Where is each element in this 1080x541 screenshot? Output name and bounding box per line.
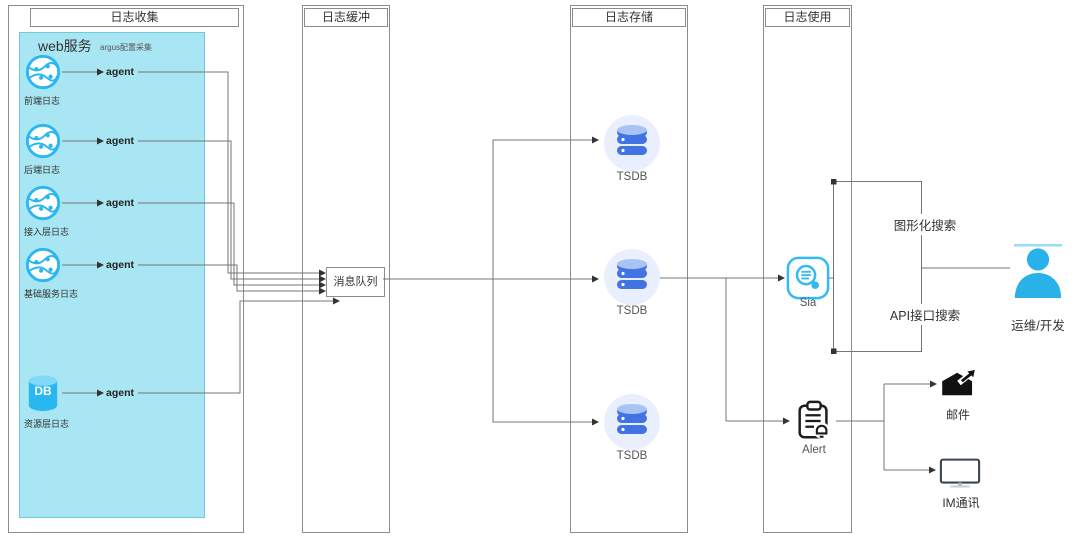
agent-label: agent [106,387,135,399]
sia-search-icon [786,256,830,305]
im-monitor-icon [939,457,981,494]
email-icon [939,368,979,403]
agent-label: agent [106,66,135,78]
alert-label: Alert [802,444,826,456]
tsdb-icon [604,115,660,176]
agent-label: agent [106,197,135,209]
column-header-storage: 日志存储 [572,8,686,27]
arrow-head [930,380,937,388]
source-label-base: 基础服务日志 [24,289,79,299]
ops-dev-label: 运维/开发 [1011,319,1065,333]
sia-label: Sia [799,297,817,309]
tsdb-label: TSDB [616,450,648,462]
email-label: 邮件 [945,408,970,422]
web-service-title: web服务 [38,38,92,54]
db-icon: DB [26,374,60,412]
tsdb-icon [604,249,660,310]
globe-icon [24,246,62,289]
source-label-backend: 后端日志 [24,165,61,175]
source-label-frontend: 前端日志 [24,96,61,106]
globe-icon [24,53,62,96]
source-label-resource: 资源层日志 [24,419,70,429]
message-queue-node: 消息队列 [326,267,385,297]
agent-label: agent [106,135,135,147]
column-header-collect: 日志收集 [30,8,239,27]
column-header-buffer: 日志缓冲 [304,8,388,27]
person-icon [1011,244,1065,305]
column-header-usage: 日志使用 [765,8,850,27]
db-icon-text: DB [34,384,52,398]
api-search-label: API接口搜索 [872,304,978,325]
globe-icon [24,184,62,227]
source-label-access: 接入层日志 [24,227,70,237]
tsdb-label: TSDB [616,305,648,317]
graphical-search-label: 图形化搜索 [872,214,978,235]
im-label: IM通讯 [942,496,980,510]
argus-subtitle: argus配置采集 [100,43,153,52]
tsdb-icon [604,394,660,455]
arrow-head [929,466,936,474]
globe-icon [24,122,62,165]
agent-label: agent [106,259,135,271]
tsdb-label: TSDB [616,171,648,183]
alert-icon [793,400,835,447]
